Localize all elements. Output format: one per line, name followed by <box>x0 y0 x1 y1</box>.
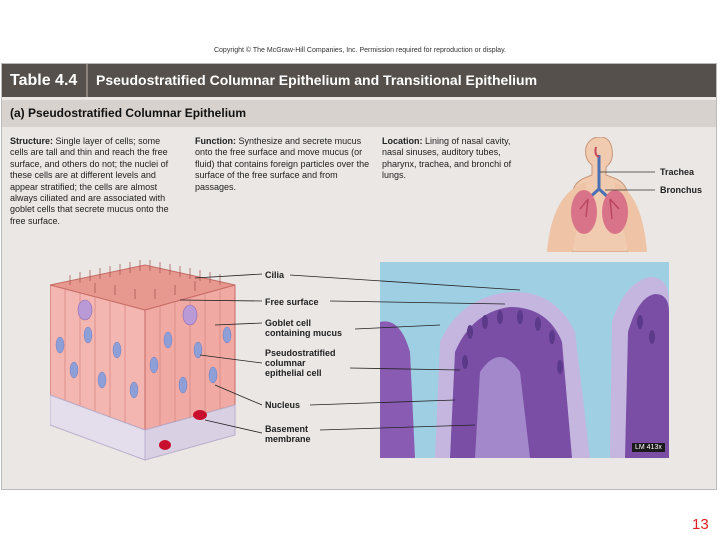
section-bar: (a) Pseudostratified Columnar Epithelium <box>2 100 716 127</box>
label-pseudo-line1: Pseudostratified <box>265 348 336 358</box>
label-nucleus: Nucleus <box>265 400 300 410</box>
trachea-label: Trachea <box>660 167 694 177</box>
section-title: (a) Pseudostratified Columnar Epithelium <box>10 100 246 127</box>
label-goblet-line2: containing mucus <box>265 328 342 338</box>
structure-body: Single layer of cells; some cells are ta… <box>10 136 169 226</box>
table-title: Pseudostratified Columnar Epithelium and… <box>96 64 537 97</box>
copyright-notice: Copyright © The McGraw-Hill Companies, I… <box>0 47 720 54</box>
label-free-surface: Free surface <box>265 297 319 307</box>
label-pseudo-line2: columnar <box>265 358 336 368</box>
structure-text: Structure: Single layer of cells; some c… <box>10 136 178 227</box>
function-heading: Function: <box>195 136 236 146</box>
label-basement-line1: Basement <box>265 424 311 434</box>
location-text: Location: Lining of nasal cavity, nasal … <box>382 136 527 182</box>
structure-heading: Structure: <box>10 136 53 146</box>
label-goblet-cell: Goblet cell containing mucus <box>265 318 342 338</box>
label-pseudo-line3: epithelial cell <box>265 368 336 378</box>
epithelium-block-illustration <box>50 255 240 470</box>
label-pseudostratified-cell: Pseudostratified columnar epithelial cel… <box>265 348 336 378</box>
light-micrograph <box>380 262 669 458</box>
label-basement-membrane: Basement membrane <box>265 424 311 444</box>
bronchus-label: Bronchus <box>660 185 702 195</box>
function-text: Function: Synthesize and secrete mucus o… <box>195 136 370 193</box>
table-number: Table 4.4 <box>2 64 88 97</box>
page-number: 13 <box>692 516 709 533</box>
location-heading: Location: <box>382 136 423 146</box>
magnification-badge: LM 413x <box>632 443 665 452</box>
label-basement-line2: membrane <box>265 434 311 444</box>
title-bar: Table 4.4 Pseudostratified Columnar Epit… <box>2 64 716 97</box>
label-cilia: Cilia <box>265 270 284 280</box>
label-goblet-line1: Goblet cell <box>265 318 342 328</box>
torso-illustration <box>542 137 652 252</box>
